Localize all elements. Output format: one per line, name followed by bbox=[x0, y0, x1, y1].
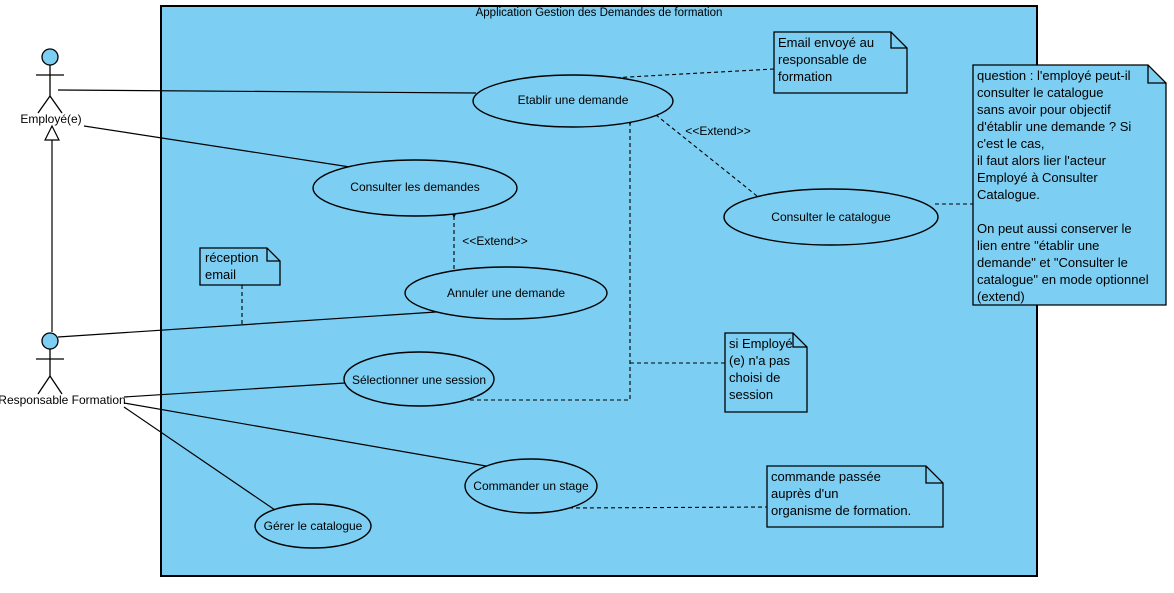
association-responsable-gerer[interactable] bbox=[123, 406, 276, 511]
note-anchor-email-etablir[interactable] bbox=[609, 68, 775, 79]
usecase-selectionner-une-session[interactable] bbox=[343, 351, 495, 407]
note-email[interactable] bbox=[773, 31, 908, 94]
note-si-employe-fold-icon bbox=[792, 333, 807, 348]
association-employe-etablir[interactable] bbox=[57, 89, 477, 94]
extend-selectionner-etablir[interactable] bbox=[470, 124, 630, 401]
actor-responsable[interactable] bbox=[36, 332, 64, 395]
usecase-commander-un-stage[interactable] bbox=[464, 458, 598, 514]
usecase-consulter-le-catalogue[interactable] bbox=[723, 188, 939, 246]
note-reception-fold-icon bbox=[266, 248, 280, 262]
generalization-responsable-employe[interactable] bbox=[44, 124, 60, 332]
actor-responsable-head-icon bbox=[41, 332, 59, 350]
generalization-triangle-icon bbox=[44, 124, 60, 141]
usecase-consulter-les-demandes[interactable] bbox=[312, 159, 518, 217]
note-si-employe[interactable] bbox=[724, 332, 808, 413]
note-reception[interactable] bbox=[199, 247, 281, 286]
actor-employe-head-icon bbox=[41, 48, 59, 66]
note-question-fold-icon bbox=[1147, 65, 1166, 84]
note-commande-fold-icon bbox=[925, 466, 943, 484]
association-responsable-selectionner[interactable] bbox=[123, 382, 346, 398]
note-question[interactable] bbox=[972, 64, 1167, 306]
note-commande[interactable] bbox=[766, 465, 944, 528]
note-email-fold-icon bbox=[890, 32, 907, 49]
actor-employe[interactable] bbox=[36, 48, 64, 114]
usecase-etablir-une-demande[interactable] bbox=[472, 74, 674, 128]
note-anchor-commande-commander[interactable] bbox=[568, 506, 768, 509]
association-responsable-commander[interactable] bbox=[123, 402, 487, 467]
extend-catalogue-etablir[interactable] bbox=[656, 115, 758, 197]
association-employe-consulter-demandes[interactable] bbox=[83, 125, 351, 168]
usecase-annuler-une-demande[interactable] bbox=[404, 266, 608, 320]
association-responsable-annuler[interactable] bbox=[57, 311, 437, 338]
usecase-gerer-le-catalogue[interactable] bbox=[254, 503, 372, 549]
